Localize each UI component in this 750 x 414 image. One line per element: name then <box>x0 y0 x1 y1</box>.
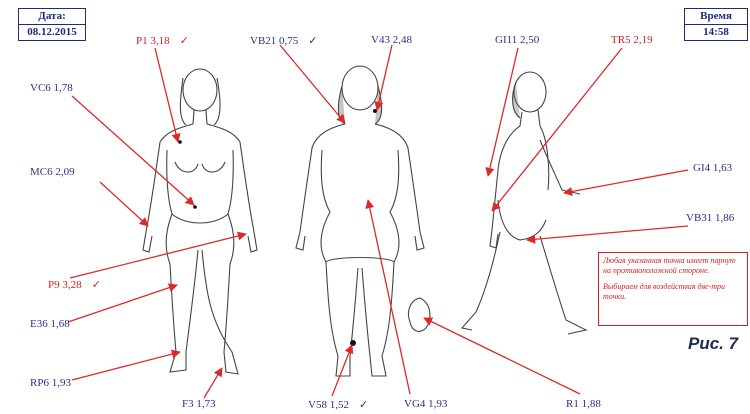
time-label: Время <box>685 9 747 25</box>
point-label-p9: P9 3,28 ✓ <box>48 278 101 291</box>
foot-sole-figure <box>408 298 429 331</box>
front-body-figure <box>143 69 257 374</box>
time-value: 14:58 <box>685 25 747 40</box>
point-code: GI11 <box>495 34 517 46</box>
line-rp6 <box>72 352 180 380</box>
line-r1 <box>424 318 580 394</box>
note-line-2: Выбираем для воздействия две-три точки. <box>603 282 743 302</box>
point-label-rp6: RP6 1,93 <box>30 377 71 389</box>
point-label-v58: V58 1,52 ✓ <box>308 398 368 411</box>
point-code: F3 <box>182 398 194 410</box>
point-value: 2,50 <box>520 34 539 46</box>
line-gi4 <box>564 170 688 193</box>
point-value: 1,93 <box>428 398 447 410</box>
point-label-vc6: VC6 1,78 <box>30 82 73 94</box>
check-icon: ✓ <box>359 399 368 411</box>
point-code: VB21 <box>250 35 276 47</box>
point-label-f3: F3 1,73 <box>182 398 216 410</box>
point-code: VB31 <box>686 212 712 224</box>
point-code: V43 <box>371 34 390 46</box>
check-icon: ✓ <box>92 279 101 291</box>
date-value: 08.12.2015 <box>19 25 85 40</box>
line-vb21 <box>280 45 345 123</box>
point-label-vb31: VB31 1,86 <box>686 212 734 224</box>
point-label-v43: V43 2,48 <box>371 34 412 46</box>
line-vb31 <box>527 226 688 240</box>
check-icon: ✓ <box>308 35 317 47</box>
point-label-r1: R1 1,88 <box>566 398 601 410</box>
point-code: VC6 <box>30 82 51 94</box>
point-value: 1,73 <box>196 398 215 410</box>
line-p9 <box>70 234 246 278</box>
point-label-p1: P1 3,18 ✓ <box>136 34 189 47</box>
point-value: 3,18 <box>150 35 169 47</box>
point-code: P1 <box>136 35 148 47</box>
side-body-figure <box>462 72 586 334</box>
point-code: RP6 <box>30 377 49 389</box>
point-value: 1,63 <box>713 162 732 174</box>
point-markers <box>178 109 377 346</box>
point-value: 2,19 <box>633 34 652 46</box>
point-value: 3,28 <box>62 279 81 291</box>
point-code: V58 <box>308 399 327 411</box>
point-label-vb21: VB21 0,75 ✓ <box>250 34 318 47</box>
point-value: 0,75 <box>279 35 298 47</box>
point-value: 1,86 <box>715 212 734 224</box>
time-box: Время 14:58 <box>684 8 748 41</box>
line-gi11 <box>488 48 518 176</box>
point-label-mc6: MC6 2,09 <box>30 166 75 178</box>
note-line-1: Любая указанная точка имеет парную на пр… <box>603 256 743 276</box>
point-label-gi11: GI11 2,50 <box>495 34 539 46</box>
line-mc6 <box>100 182 148 226</box>
point-code: MC6 <box>30 166 53 178</box>
line-vg4 <box>368 200 410 394</box>
point-code: GI4 <box>693 162 710 174</box>
point-value: 1,52 <box>330 399 349 411</box>
point-value: 1,78 <box>54 82 73 94</box>
point-value: 1,68 <box>50 318 69 330</box>
point-value: 2,48 <box>393 34 412 46</box>
point-label-vg4: VG4 1,93 <box>404 398 447 410</box>
date-label: Дата: <box>19 9 85 25</box>
point-code: P9 <box>48 279 60 291</box>
point-value: 1,93 <box>52 377 71 389</box>
point-value: 2,09 <box>55 166 74 178</box>
point-code: R1 <box>566 398 579 410</box>
line-v58 <box>332 345 352 396</box>
line-tr5 <box>492 48 622 211</box>
line-v43 <box>377 45 392 110</box>
figure-caption: Рис. 7 <box>688 334 738 354</box>
check-icon: ✓ <box>180 35 189 47</box>
point-label-e36: E36 1,68 <box>30 318 70 330</box>
point-label-tr5: TR5 2,19 <box>611 34 653 46</box>
date-box: Дата: 08.12.2015 <box>18 8 86 41</box>
point-code: TR5 <box>611 34 631 46</box>
note-box: Любая указанная точка имеет парную на пр… <box>598 252 748 326</box>
point-label-gi4: GI4 1,63 <box>693 162 732 174</box>
point-value: 1,88 <box>582 398 601 410</box>
line-vc6 <box>72 96 194 205</box>
point-code: E36 <box>30 318 48 330</box>
line-p1 <box>155 48 178 142</box>
line-f3 <box>204 368 222 398</box>
back-body-figure <box>296 66 424 376</box>
point-code: VG4 <box>404 398 425 410</box>
